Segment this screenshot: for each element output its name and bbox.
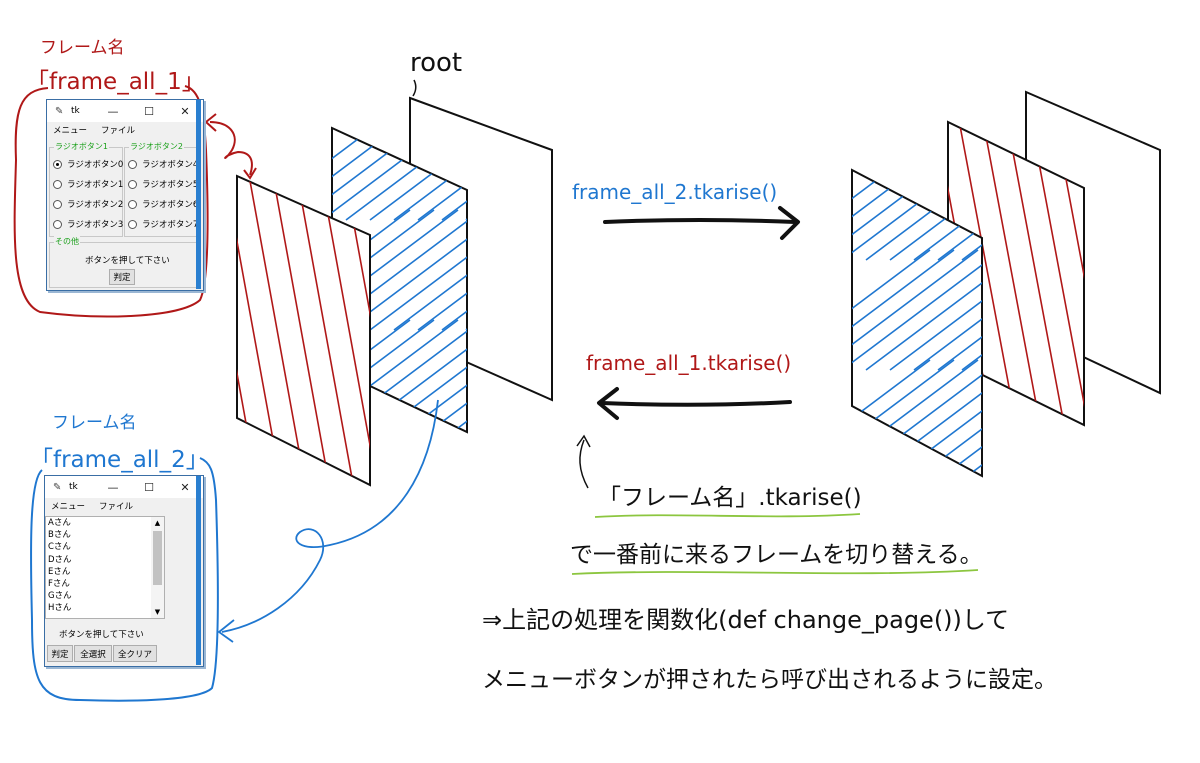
window2-titlebar: ✎ tk — ☐ ✕ bbox=[45, 476, 203, 498]
other-group-title: その他 bbox=[54, 236, 80, 247]
list-item[interactable]: Bさん bbox=[46, 529, 164, 541]
clear-all-button[interactable]: 全クリア bbox=[113, 645, 157, 662]
radio-option-3[interactable]: ラジオボタン3 bbox=[53, 218, 123, 230]
radio-option-label: ラジオボタン1 bbox=[67, 178, 123, 190]
tk-window-1: ✎ tk — ☐ ✕ メニュー ファイル ラジオボタン1 ラジオボタン2 ラジオ… bbox=[46, 99, 204, 291]
radio-option-label: ラジオボタン6 bbox=[142, 198, 198, 210]
radio-dot[interactable] bbox=[128, 180, 137, 189]
frame1-caption: フレーム名 bbox=[40, 33, 125, 58]
note-line-1: 「フレーム名」.tkarise() bbox=[598, 478, 862, 512]
radio-group-1-title: ラジオボタン1 bbox=[54, 141, 109, 152]
radio-option-label: ラジオボタン2 bbox=[67, 198, 123, 210]
radio-group-2-title: ラジオボタン2 bbox=[129, 141, 184, 152]
minimize-button[interactable]: — bbox=[95, 100, 131, 122]
radio-option-7[interactable]: ラジオボタン7 bbox=[128, 218, 198, 230]
select-all-button[interactable]: 全選択 bbox=[74, 645, 112, 662]
root-label: root bbox=[410, 48, 462, 78]
root-pointer-line bbox=[413, 80, 416, 96]
list-item[interactable]: Fさん bbox=[46, 578, 164, 590]
scroll-down-icon[interactable]: ▼ bbox=[151, 606, 164, 618]
back-arrow bbox=[599, 389, 790, 418]
radio-option-label: ラジオボタン0 bbox=[67, 158, 123, 170]
window2-title: tk bbox=[69, 482, 78, 492]
radio-dot[interactable] bbox=[128, 220, 137, 229]
radio-option-label: ラジオボタン7 bbox=[142, 218, 198, 230]
judge-button[interactable]: 判定 bbox=[47, 645, 73, 662]
green-underline-1 bbox=[595, 514, 860, 517]
menu-item-file[interactable]: ファイル bbox=[101, 124, 135, 136]
name-listbox[interactable]: Aさん Bさん Cさん Dさん Eさん Fさん Gさん Hさん ▲ ▼ bbox=[45, 516, 165, 619]
note-line-3: ⇒上記の処理を関数化(def change_page())して bbox=[482, 600, 1009, 635]
radio-dot-selected[interactable] bbox=[53, 160, 62, 169]
radio-option-6[interactable]: ラジオボタン6 bbox=[128, 198, 198, 210]
window1-title: tk bbox=[71, 106, 80, 116]
radio-option-4[interactable]: ラジオボタン4 bbox=[128, 158, 198, 170]
minimize-button[interactable]: — bbox=[95, 476, 131, 498]
menu-item-file[interactable]: ファイル bbox=[99, 500, 133, 512]
radio-option-5[interactable]: ラジオボタン5 bbox=[128, 178, 198, 190]
feather-icon: ✎ bbox=[53, 482, 63, 493]
radio-option-0[interactable]: ラジオボタン0 bbox=[53, 158, 123, 170]
note-line-2: で一番前に来るフレームを切り替える。 bbox=[570, 535, 983, 569]
prompt-label: ボタンを押して下さい bbox=[85, 254, 170, 266]
list-item[interactable]: Eさん bbox=[46, 566, 164, 578]
radio-option-label: ラジオボタン3 bbox=[67, 218, 123, 230]
listbox-scrollbar[interactable]: ▲ ▼ bbox=[151, 517, 164, 618]
judge-button[interactable]: 判定 bbox=[109, 269, 135, 285]
radio-option-label: ラジオボタン5 bbox=[142, 178, 198, 190]
note-pointer bbox=[577, 436, 590, 488]
radio-dot[interactable] bbox=[53, 200, 62, 209]
prompt-label: ボタンを押して下さい bbox=[59, 628, 144, 640]
radio-dot[interactable] bbox=[53, 220, 62, 229]
radio-option-1[interactable]: ラジオボタン1 bbox=[53, 178, 123, 190]
back-arrow-label: frame_all_1.tkarise() bbox=[586, 351, 791, 375]
frame1-name: 「frame_all_1」 bbox=[26, 62, 205, 96]
forward-arrow-label: frame_all_2.tkarise() bbox=[572, 180, 777, 204]
radio-dot[interactable] bbox=[128, 160, 137, 169]
tk-window-2: ✎ tk — ☐ ✕ メニュー ファイル Aさん Bさん Cさん Dさん Eさん… bbox=[44, 475, 204, 667]
menu-item-menu[interactable]: メニュー bbox=[51, 500, 85, 512]
list-item[interactable]: Gさん bbox=[46, 590, 164, 602]
radio-option-label: ラジオボタン4 bbox=[142, 158, 198, 170]
radio-dot[interactable] bbox=[53, 180, 62, 189]
window1-menubar: メニュー ファイル bbox=[47, 122, 203, 138]
radio-option-2[interactable]: ラジオボタン2 bbox=[53, 198, 123, 210]
list-item[interactable]: Aさん bbox=[46, 517, 164, 529]
maximize-button[interactable]: ☐ bbox=[131, 100, 167, 122]
menu-item-menu[interactable]: メニュー bbox=[53, 124, 87, 136]
radio-dot[interactable] bbox=[128, 200, 137, 209]
maximize-button[interactable]: ☐ bbox=[131, 476, 167, 498]
forward-arrow bbox=[605, 208, 798, 238]
frame2-caption: フレーム名 bbox=[52, 408, 137, 433]
scroll-thumb[interactable] bbox=[153, 531, 162, 585]
feather-icon: ✎ bbox=[55, 106, 65, 117]
red-swap-arrow bbox=[206, 114, 256, 178]
scroll-up-icon[interactable]: ▲ bbox=[151, 517, 164, 529]
list-item[interactable]: Cさん bbox=[46, 541, 164, 553]
window2-menubar: メニュー ファイル bbox=[45, 498, 203, 514]
green-underline-2 bbox=[572, 570, 978, 574]
frame2-name: 「frame_all_2」 bbox=[30, 440, 209, 474]
window1-titlebar: ✎ tk — ☐ ✕ bbox=[47, 100, 203, 122]
note-line-4: メニューボタンが押されたら呼び出されるように設定。 bbox=[482, 660, 1057, 694]
window2-blue-edge bbox=[196, 476, 201, 665]
window1-blue-edge bbox=[196, 100, 201, 289]
list-item[interactable]: Dさん bbox=[46, 554, 164, 566]
list-item[interactable]: Hさん bbox=[46, 602, 164, 614]
